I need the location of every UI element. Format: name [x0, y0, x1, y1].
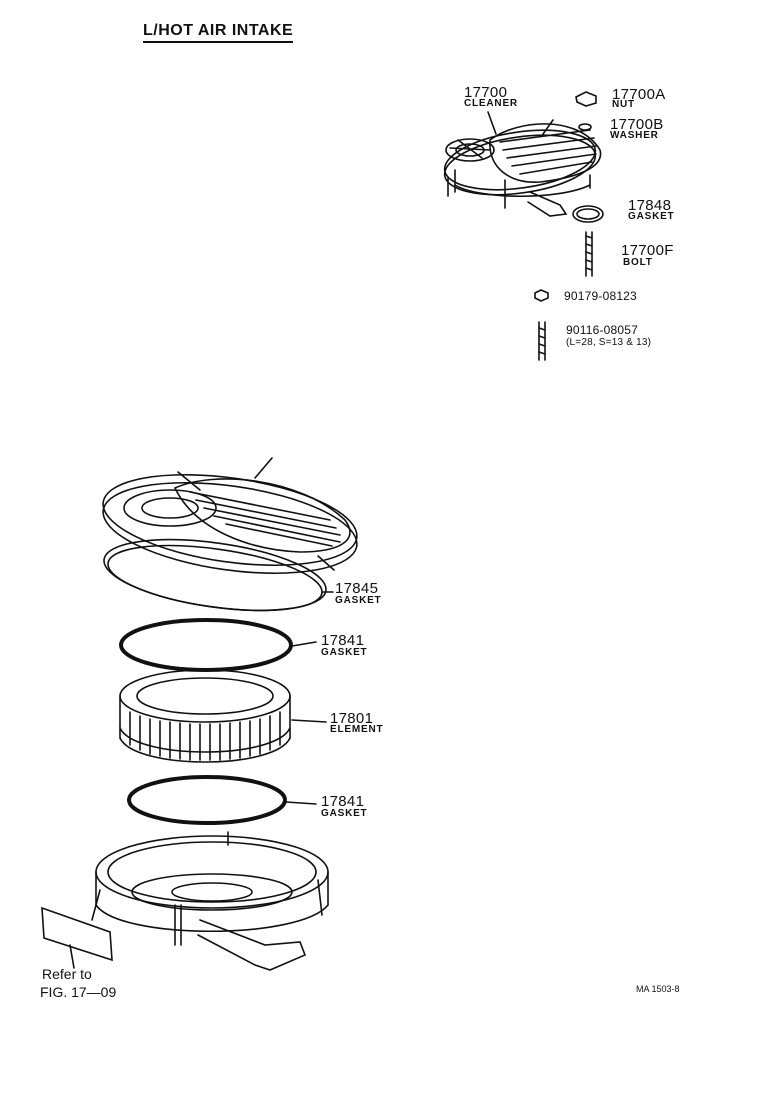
housing-drawing [91, 831, 329, 971]
gasket-17848-name: GASKET [628, 211, 675, 222]
washer-number: 17700B [610, 116, 664, 133]
nut-name: NUT [612, 99, 635, 110]
nut-90179-drawing [534, 289, 549, 302]
gasket-17841-bottom-number: 17841 [321, 793, 365, 810]
page-title: L/HOT AIR INTAKE [143, 22, 294, 43]
reference-patch-drawing [41, 906, 113, 969]
nut-drawing [575, 91, 597, 107]
diagram-code: MA 1503-8 [636, 984, 680, 994]
cleaner-name: CLEANER [464, 98, 518, 109]
gasket-17845-name: GASKET [335, 595, 382, 606]
element-number: 17801 [330, 710, 374, 727]
nut-90179-number: 90179-08123 [564, 289, 637, 303]
stud-drawing [538, 321, 546, 361]
cleaner-assembly-drawing [443, 111, 602, 217]
bolt-name: BOLT [623, 257, 653, 268]
gasket-17848-number: 17848 [628, 197, 672, 214]
washer-name: WASHER [610, 130, 659, 141]
washer-drawing [578, 123, 592, 131]
cleaner-lid-drawing [102, 457, 358, 575]
element-drawing [119, 669, 327, 763]
gasket-17841-top-name: GASKET [321, 647, 368, 658]
gasket-17845-number: 17845 [335, 580, 379, 597]
gasket-17841-bottom-name: GASKET [321, 808, 368, 819]
stud-number: 90116-08057 [566, 323, 639, 337]
nut-number: 17700A [612, 86, 666, 103]
bolt-number: 17700F [621, 242, 674, 259]
bolt-drawing [585, 231, 593, 277]
gasket-17841-top-number: 17841 [321, 632, 365, 649]
cleaner-number: 17700 [464, 84, 508, 101]
reference-line2: FIG. 17—09 [40, 984, 117, 1000]
gasket-17848-drawing [572, 205, 604, 223]
gasket-17841-top-drawing [119, 618, 293, 672]
gasket-17841-bottom-drawing [127, 775, 287, 825]
reference-line1: Refer to [42, 966, 92, 982]
element-name: ELEMENT [330, 724, 384, 735]
stud-note: (L=28, S=13 & 13) [566, 337, 652, 348]
